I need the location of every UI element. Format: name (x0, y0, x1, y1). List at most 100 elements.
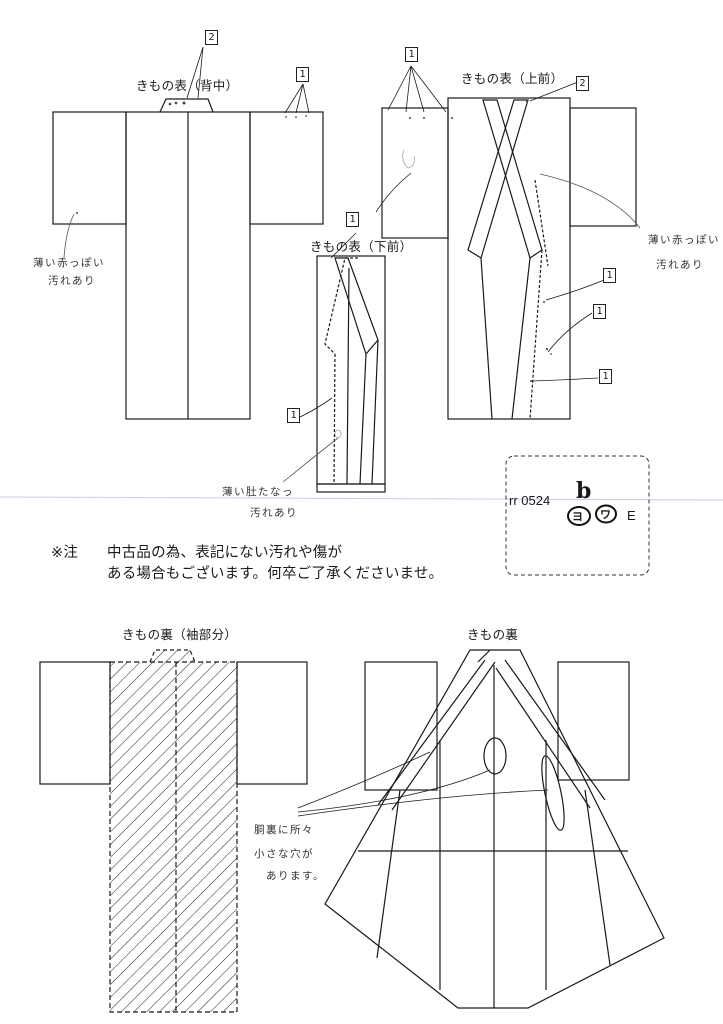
marker-1: 1 (593, 304, 606, 319)
note-stain-back-line1: 薄い赤っぽい (33, 257, 105, 269)
product-code-circle1: ヨ (572, 510, 583, 523)
leader (295, 83, 304, 114)
back-right-sleeve (249, 111, 324, 225)
front-upper-collar-left (482, 99, 543, 259)
note-stain-front-line2: 汚れあり (656, 259, 704, 271)
leader (410, 65, 447, 113)
seam-line (359, 353, 367, 485)
marker-1: 1 (346, 212, 359, 227)
seam-line (376, 789, 401, 959)
notice-line1: 中古品の為、表記にない汚れや傷が (107, 545, 343, 561)
lining-view-body (324, 649, 665, 1009)
code-circle-2 (595, 504, 617, 524)
kimono-front-upper-view (375, 65, 641, 420)
title-front-lower: きもの表（下前） (310, 239, 413, 254)
seam-line (346, 267, 350, 485)
lining-collar-left-inner (391, 661, 496, 811)
lining-collar-hatched (149, 649, 196, 663)
kimono-front-lower-view (282, 232, 386, 493)
product-code-suffix: b (576, 478, 592, 504)
lining-view-right-sleeve (557, 661, 630, 781)
leader (330, 232, 357, 259)
product-code-prefix: rr 0524 (509, 493, 551, 508)
seam-line (584, 789, 611, 966)
product-code-circle2: ワ (600, 508, 611, 521)
back-collar (159, 98, 214, 113)
lining-right-sleeve (236, 661, 308, 785)
lining-body-hatched (109, 661, 238, 1013)
marker-1: 1 (603, 268, 616, 283)
back-left-sleeve (52, 111, 127, 225)
stain-outline (402, 149, 415, 169)
hole-mark (483, 737, 507, 775)
leader (539, 173, 641, 229)
dashed-under-panel (333, 353, 336, 485)
leader (529, 81, 579, 102)
marker-1: 1 (296, 67, 309, 82)
title-lining: きもの裏 (467, 627, 519, 642)
marker-2: 2 (205, 30, 218, 45)
marker-1: 1 (405, 47, 418, 62)
lining-collar-right-inner (495, 667, 591, 809)
leader (63, 213, 75, 259)
stain-outline (334, 429, 342, 439)
note-holes-line1: 胴裏に所々 (254, 824, 314, 836)
note-stain-back-line2: 汚れあり (48, 275, 96, 287)
leader (545, 279, 605, 301)
seam-line (371, 339, 379, 485)
leader (375, 172, 412, 213)
dashed-under-panel (529, 249, 543, 420)
note-stain-front-line1: 薄い赤っぽい (648, 234, 720, 246)
front-lower-body (316, 255, 386, 485)
note-stain-lower-line1: 薄い肚たなっ (222, 486, 294, 498)
product-code-grade: E (627, 508, 636, 523)
front-upper-collar-right (467, 99, 529, 259)
front-lower-hem (316, 483, 386, 493)
kimono-lining-view (297, 649, 665, 1009)
note-stain-lower-line2: 汚れあり (250, 507, 298, 519)
leader (547, 312, 593, 353)
leader (410, 65, 425, 113)
lining-left-sleeve (39, 661, 111, 785)
leader (405, 65, 412, 113)
front-upper-body (447, 97, 571, 420)
notice-line2: ある場合もございます。何卒ご了承くださいませ。 (107, 566, 444, 582)
marker-1: 1 (599, 369, 612, 384)
kimono-lining-sleeve-view (39, 649, 308, 1013)
seam-line (477, 649, 491, 663)
marker-2: 2 (576, 76, 589, 91)
note-holes-line3: あります。 (266, 870, 325, 882)
title-lining-sleeve: きもの裏（袖部分） (122, 627, 238, 642)
leader (387, 65, 412, 111)
product-code-box (505, 455, 650, 576)
leader (186, 46, 204, 99)
dashed-under-panel (534, 179, 549, 267)
seam-line (480, 257, 493, 420)
scan-line (0, 496, 723, 501)
lining-collar-right-outer (504, 659, 606, 801)
front-upper-stain-dots (409, 99, 552, 382)
title-front-upper: きもの表（上前） (461, 71, 564, 86)
leader (284, 83, 304, 114)
leader (531, 377, 599, 382)
marker-1: 1 (287, 408, 300, 423)
leader (297, 769, 491, 813)
note-holes-line2: 小さな穴が (254, 848, 314, 860)
leader (297, 751, 431, 809)
back-stain-dots (76, 101, 307, 214)
kimono-back-view (52, 46, 324, 420)
lining-collar-left-outer (377, 659, 486, 806)
notice-mark: ※注 (51, 545, 79, 561)
front-upper-left-sleeve (381, 107, 449, 239)
code-circle-1 (567, 506, 591, 526)
title-back: きもの表（背中） (136, 78, 239, 93)
hole-mark (541, 755, 565, 831)
seam-line (511, 257, 531, 420)
leader (297, 789, 549, 817)
front-upper-right-sleeve (569, 107, 637, 227)
leader (197, 46, 204, 99)
leader (297, 397, 333, 419)
front-lower-under-collar (324, 257, 358, 355)
